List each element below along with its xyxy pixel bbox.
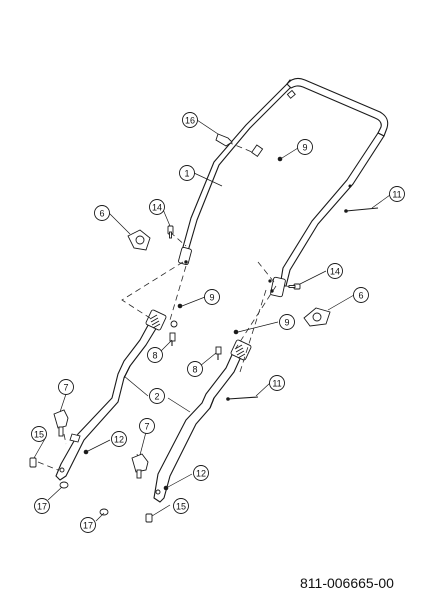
callout-7: 7 — [58, 379, 74, 395]
lower-handle-right — [153, 339, 252, 503]
callout-circle — [149, 388, 165, 404]
callout-label: 15 — [176, 502, 186, 512]
callout-circle — [139, 418, 155, 434]
bolt-8-right — [215, 346, 222, 360]
callout-label: 8 — [192, 365, 197, 375]
callout-label: 16 — [185, 116, 195, 126]
alignment-lines — [37, 137, 299, 471]
document-number: 811-006665-00 — [300, 575, 394, 591]
callout-12: 12 — [193, 465, 209, 481]
callout-14: 14 — [327, 263, 343, 279]
callout-circle — [204, 289, 220, 305]
leader-lines — [33, 119, 391, 522]
cable-tie — [215, 133, 233, 147]
knob-7-right — [131, 453, 149, 479]
callout-circle — [279, 314, 295, 330]
bolt-15-right — [145, 513, 153, 523]
callout-15: 15 — [173, 498, 189, 514]
callout-label: 1 — [184, 169, 189, 179]
callout-circle — [353, 287, 369, 303]
callout-circle — [58, 379, 74, 395]
callout-2: 2 — [149, 388, 165, 404]
lower-handle-left — [55, 309, 178, 481]
callout-label: 9 — [209, 293, 214, 303]
callout-circle — [147, 347, 163, 363]
callout-label: 14 — [330, 267, 340, 277]
callout-circle — [34, 498, 50, 514]
callout-12: 12 — [111, 431, 127, 447]
callout-label: 15 — [34, 430, 44, 440]
callout-6: 6 — [94, 205, 110, 221]
callout-11: 11 — [389, 186, 405, 202]
callout-label: 14 — [152, 203, 162, 213]
callout-circle — [173, 498, 189, 514]
callout-label: 8 — [152, 351, 157, 361]
bolt-8-left — [169, 332, 176, 346]
callout-7: 7 — [139, 418, 155, 434]
knob-7-left — [53, 409, 81, 443]
callout-6: 6 — [353, 287, 369, 303]
callout-label: 7 — [63, 383, 68, 393]
bolt-14-left — [167, 225, 174, 239]
callout-label: 7 — [144, 422, 149, 432]
callout-label: 9 — [284, 318, 289, 328]
callout-17: 17 — [80, 517, 96, 533]
callout-label: 11 — [272, 379, 281, 389]
callout-circle — [94, 205, 110, 221]
callout-circle — [187, 361, 203, 377]
callout-circle — [179, 165, 195, 181]
callout-circle — [389, 186, 405, 202]
callout-8: 8 — [147, 347, 163, 363]
callout-14: 14 — [149, 199, 165, 215]
knob-left — [127, 229, 151, 251]
callout-circle — [149, 199, 165, 215]
callout-circle — [327, 263, 343, 279]
bolt-15-left — [29, 457, 37, 468]
callout-16: 16 — [182, 112, 198, 128]
callout-label: 17 — [37, 502, 47, 512]
callout-9: 9 — [204, 289, 220, 305]
callout-label: 11 — [392, 190, 401, 200]
callout-circle — [31, 426, 47, 442]
callout-label: 12 — [196, 469, 206, 479]
callout-label: 9 — [302, 143, 307, 153]
callout-9: 9 — [297, 139, 313, 155]
callout-circle — [297, 139, 313, 155]
upper-handle — [178, 77, 389, 298]
callout-label: 6 — [99, 209, 104, 219]
callout-circle — [111, 431, 127, 447]
callout-label: 2 — [154, 392, 159, 402]
callout-circle — [182, 112, 198, 128]
callout-label: 6 — [358, 291, 363, 301]
bolt-14-right — [288, 283, 301, 290]
callout-15: 15 — [31, 426, 47, 442]
callout-8: 8 — [187, 361, 203, 377]
callout-1: 1 — [179, 165, 195, 181]
callout-label: 17 — [83, 521, 93, 531]
callout-9: 9 — [279, 314, 295, 330]
callout-label: 12 — [114, 435, 124, 445]
knob-right — [303, 307, 331, 327]
hardware — [29, 133, 379, 523]
callout-circle — [193, 465, 209, 481]
callouts: 16 1 9 14 6 11 14 6 9 8 9 8 2 11 7 15 12 7 17 12 17 15 — [31, 112, 405, 533]
callout-17: 17 — [34, 498, 50, 514]
callout-11: 11 — [269, 375, 285, 391]
callout-circle — [269, 375, 285, 391]
callout-circle — [80, 517, 96, 533]
